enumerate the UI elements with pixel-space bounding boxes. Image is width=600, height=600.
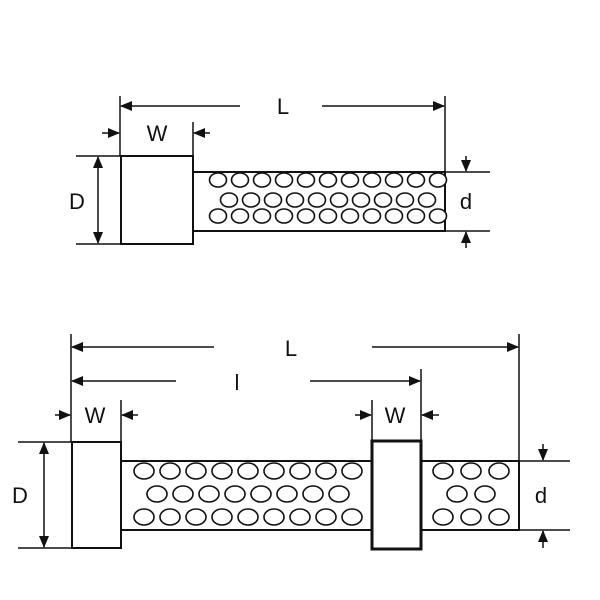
perforation-hole (302, 485, 324, 503)
perforation-hole (406, 172, 426, 188)
perforation-hole (185, 462, 207, 480)
perforation-hole (432, 462, 454, 480)
perforation-hole (384, 208, 404, 224)
perforation-hole (373, 192, 393, 208)
top-collar (120, 155, 194, 245)
bottom-W-right-label: W (385, 403, 406, 428)
perforation-hole (289, 462, 311, 480)
perforation-hole (219, 192, 239, 208)
bottom-d-label: d (535, 483, 547, 508)
perforation-hole (230, 208, 250, 224)
perforation-hole (208, 208, 228, 224)
perforation-hole (340, 208, 360, 224)
perforation-hole (237, 462, 259, 480)
perforation-hole (318, 172, 338, 188)
perforation-hole (406, 208, 426, 224)
perforation-hole (133, 508, 155, 526)
perforation-hole (341, 508, 363, 526)
bottom-figure: L l W W D d (12, 334, 570, 551)
bottom-collar-right (370, 439, 423, 551)
perforation-hole (198, 485, 220, 503)
perforation-hole (340, 172, 360, 188)
perforation-hole (488, 462, 510, 480)
perforation-hole (318, 208, 338, 224)
perforation-hole (328, 485, 350, 503)
perforation-hole (446, 485, 468, 503)
bottom-perforations-end (432, 462, 510, 526)
perforation-hole (276, 485, 298, 503)
top-perforations (208, 172, 448, 224)
perforation-hole (351, 192, 371, 208)
top-W-label: W (147, 121, 168, 146)
perforation-hole (384, 172, 404, 188)
perforation-hole (146, 485, 168, 503)
perforation-hole (417, 192, 437, 208)
perforation-hole (315, 508, 337, 526)
perforation-hole (395, 192, 415, 208)
perforation-hole (211, 508, 233, 526)
perforation-hole (362, 172, 382, 188)
perforation-hole (159, 508, 181, 526)
perforation-hole (341, 462, 363, 480)
bottom-L-label: L (285, 336, 297, 361)
bottom-D-label: D (12, 483, 28, 508)
perforation-hole (315, 462, 337, 480)
perforation-hole (185, 508, 207, 526)
perforation-hole (230, 172, 250, 188)
top-d-label: d (460, 189, 472, 214)
perforation-hole (172, 485, 194, 503)
perforation-hole (428, 208, 448, 224)
perforation-hole (488, 508, 510, 526)
bottom-perforations-middle (133, 462, 363, 526)
perforation-hole (159, 462, 181, 480)
bottom-l-label: l (235, 370, 240, 395)
perforation-hole (263, 462, 285, 480)
perforation-hole (285, 192, 305, 208)
perforation-hole (362, 208, 382, 224)
perforation-hole (460, 462, 482, 480)
perforation-hole (211, 462, 233, 480)
top-D-label: D (69, 189, 85, 214)
perforation-hole (274, 208, 294, 224)
perforation-hole (274, 172, 294, 188)
perforation-hole (296, 172, 316, 188)
perforation-hole (237, 508, 259, 526)
perforation-hole (263, 192, 283, 208)
perforation-hole (224, 485, 246, 503)
perforation-hole (428, 172, 448, 188)
perforation-hole (252, 208, 272, 224)
perforation-hole (329, 192, 349, 208)
perforation-hole (263, 508, 285, 526)
bottom-W-left-label: W (85, 403, 106, 428)
perforation-hole (474, 485, 496, 503)
perforation-hole (250, 485, 272, 503)
perforation-hole (296, 208, 316, 224)
perforation-hole (460, 508, 482, 526)
perforation-hole (133, 462, 155, 480)
top-figure: L W D d (69, 94, 490, 248)
bottom-collar-left (71, 441, 122, 549)
perforation-hole (307, 192, 327, 208)
perforation-hole (432, 508, 454, 526)
top-L-label: L (277, 94, 289, 119)
perforation-hole (241, 192, 261, 208)
perforation-hole (208, 172, 228, 188)
perforation-hole (252, 172, 272, 188)
perforation-hole (289, 508, 311, 526)
